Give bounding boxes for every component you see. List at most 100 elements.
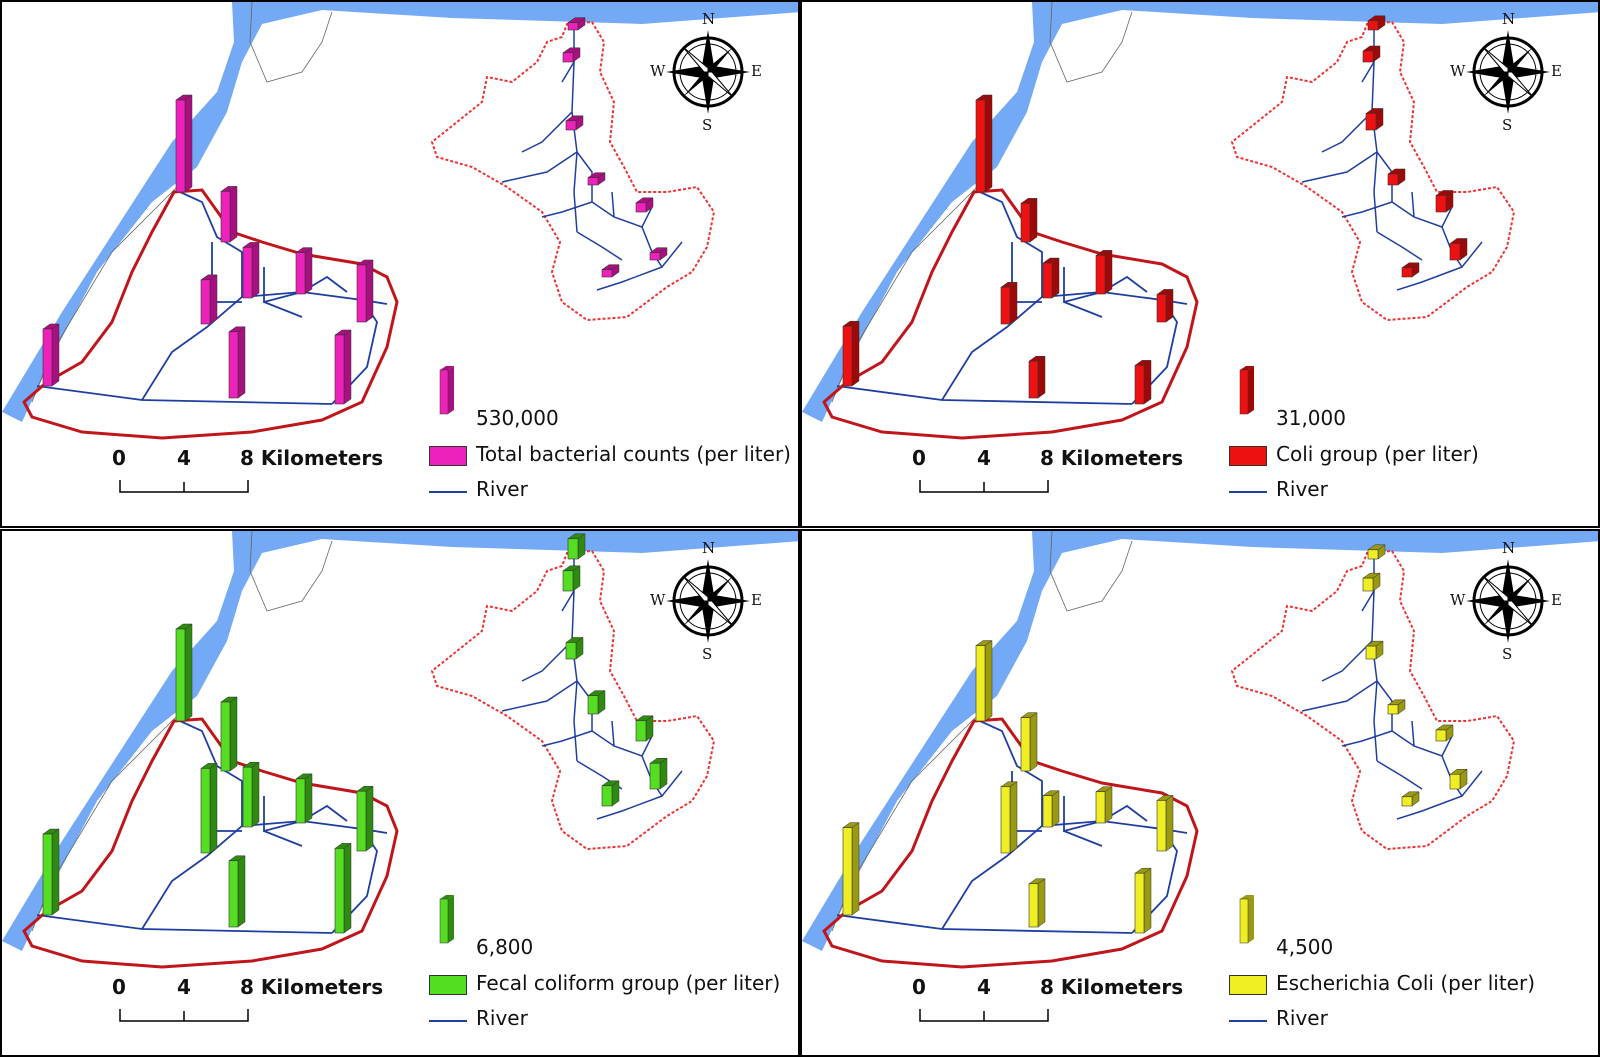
station-bar (562, 52, 574, 63)
north-arrow-icon (1466, 559, 1550, 643)
legend-bar-symbol (1239, 895, 1254, 944)
compass-north-label: N (702, 10, 716, 28)
station-bar (975, 99, 986, 193)
station-bar-side (209, 762, 218, 854)
scale-label-4: 4 (977, 446, 991, 470)
station-bar-side (1104, 786, 1113, 824)
sea (2, 2, 798, 422)
scale-label-0: 0 (912, 975, 926, 999)
compass-north-label: N (702, 539, 716, 557)
scale-bar (119, 480, 249, 493)
legend-max-value: 4,500 (1276, 935, 1334, 959)
station-bar-side (209, 274, 218, 325)
station-bar-side (1037, 878, 1046, 928)
compass-west-label: W (1450, 591, 1466, 609)
station-bar (1156, 800, 1167, 852)
station-bar (635, 720, 647, 742)
compass-north-label: N (1502, 10, 1516, 28)
compass-east-label: E (1551, 62, 1562, 80)
legend-swatch (429, 975, 467, 995)
station-bar (1435, 729, 1447, 742)
station-bar (1042, 795, 1053, 828)
station-bar (1449, 243, 1461, 261)
station-bar (975, 645, 986, 722)
catchment-outline-left (822, 717, 1199, 969)
station-bar-side (365, 259, 374, 323)
station-bar (649, 252, 661, 261)
legend-river-label: River (1276, 477, 1328, 501)
station-bar-side (237, 326, 246, 399)
station-bar-side (1029, 197, 1038, 243)
station-bar (587, 695, 599, 715)
station-bars-left (42, 94, 374, 405)
station-bar (1362, 577, 1374, 592)
legend-river-line (429, 1020, 467, 1022)
station-bar (1401, 796, 1413, 807)
legend-swatch (1229, 446, 1267, 466)
station-bar-side (1051, 790, 1060, 828)
station-bar (601, 269, 613, 278)
station-bar (635, 202, 647, 213)
station-bars-left (842, 640, 1174, 934)
compass-south-label: S (1502, 645, 1513, 663)
map-canvas (802, 531, 1598, 1022)
legend-label: Total bacterial counts (per liter) (476, 442, 791, 466)
station-bar-side (1009, 281, 1018, 325)
catchment-outline-right (1230, 20, 1516, 322)
station-bar (175, 628, 186, 722)
sea (802, 2, 1598, 422)
station-bar-side (365, 785, 374, 852)
sea (2, 531, 798, 951)
station-bar-side (51, 828, 60, 916)
station-bar-side (304, 773, 313, 824)
station-bar (356, 264, 367, 323)
map-panel-fecal: N S E W 6,800 Fecal coliform group (per … (0, 529, 800, 1057)
station-bar (1387, 704, 1399, 715)
scale-label-8: 8 Kilometers (1040, 975, 1184, 999)
station-bar (601, 785, 613, 807)
station-bar (1365, 113, 1377, 131)
station-bar (1042, 262, 1053, 299)
station-bar (1367, 549, 1379, 560)
legend-bar-symbol (1239, 366, 1254, 415)
station-bar (1028, 883, 1039, 928)
river-network-right (501, 555, 683, 820)
compass-west-label: W (650, 591, 666, 609)
station-bar-side (251, 241, 260, 299)
compass-west-label: W (1450, 62, 1466, 80)
station-bar (1435, 195, 1447, 213)
station-bar (1020, 717, 1031, 772)
station-bar (565, 120, 577, 131)
legend-swatch (429, 446, 467, 466)
legend-label: Coli group (per liter) (1276, 442, 1479, 466)
scale-label-0: 0 (112, 446, 126, 470)
station-bar (587, 177, 599, 186)
station-bar (1028, 360, 1039, 399)
scale-label-8: 8 Kilometers (240, 446, 384, 470)
station-bar-side (1143, 867, 1152, 934)
station-bar (1156, 294, 1167, 323)
legend-swatch (1229, 975, 1267, 995)
map-canvas (802, 2, 1598, 493)
catchment-outline-left (22, 188, 399, 440)
legend-river-label: River (476, 477, 528, 501)
station-bar-side (237, 855, 246, 928)
station-bar (1401, 267, 1413, 278)
scale-bar (919, 1009, 1049, 1022)
station-bar (220, 191, 231, 243)
station-bar-side (343, 842, 352, 934)
map-panel-coli: N S E W 31,000 Coli group (per liter) Ri… (800, 0, 1600, 528)
legend-river-line (1229, 491, 1267, 493)
station-bar (42, 833, 53, 916)
station-bar (228, 860, 239, 928)
map-canvas (2, 2, 798, 493)
river-network-left (36, 720, 388, 934)
compass-south-label: S (702, 116, 713, 134)
station-bar-side (1104, 249, 1113, 295)
scale-label-0: 0 (112, 975, 126, 999)
station-bar (842, 325, 853, 387)
station-bar-side (229, 185, 238, 243)
station-bar-side (851, 822, 860, 916)
station-bar (1095, 255, 1106, 295)
